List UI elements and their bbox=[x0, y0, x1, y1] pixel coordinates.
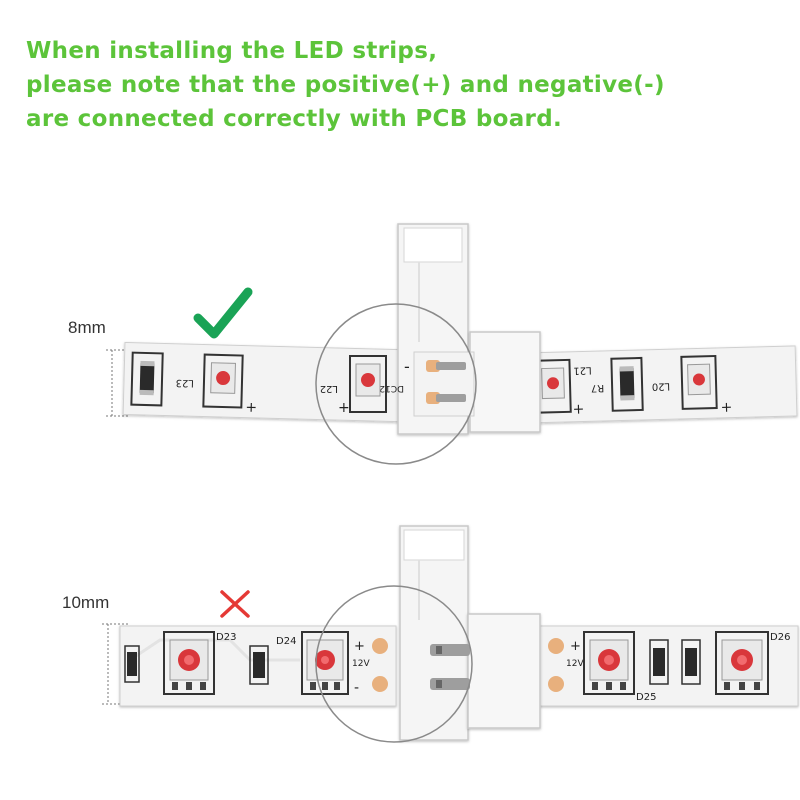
label-plus: + bbox=[338, 400, 350, 416]
magnifier-circle bbox=[315, 303, 477, 465]
label-plus: + bbox=[572, 401, 584, 417]
label-12v: 12V bbox=[566, 659, 584, 669]
check-icon bbox=[193, 287, 253, 339]
instruction-headline: When installing the LED strips, please n… bbox=[26, 34, 766, 136]
resistor bbox=[249, 645, 269, 685]
section-8mm: L23 + L21 + R7 bbox=[106, 223, 798, 465]
label-minus: - bbox=[404, 357, 410, 376]
headline-line-1: When installing the LED strips, bbox=[26, 38, 438, 64]
cross-icon bbox=[220, 590, 250, 618]
resistor bbox=[124, 645, 140, 683]
led-chip bbox=[202, 353, 244, 409]
label-r7: R7 bbox=[591, 382, 605, 393]
label-plus: + bbox=[570, 639, 581, 654]
connector-10mm bbox=[399, 525, 541, 741]
width-label-8mm: 8mm bbox=[68, 318, 106, 337]
led-chip bbox=[680, 354, 718, 410]
led-chip bbox=[534, 358, 572, 414]
width-label-10mm: 10mm bbox=[62, 593, 110, 612]
magnifier-circle bbox=[315, 585, 473, 743]
resistor bbox=[130, 351, 164, 407]
headline-line-2: please note that the positive(+) and neg… bbox=[26, 72, 665, 98]
led-strip-8mm-right: L21 + R7 L20 + bbox=[498, 345, 798, 425]
label-d23: D23 bbox=[216, 632, 236, 643]
label-d24: D24 bbox=[276, 636, 296, 647]
rgb-led-chip bbox=[583, 631, 635, 695]
led-chip-l22 bbox=[349, 355, 387, 413]
label-l23: L23 bbox=[176, 377, 195, 388]
label-d26: D26 bbox=[770, 632, 790, 643]
resistor bbox=[610, 356, 644, 412]
led-strip-10mm-right: + 12V D25 bbox=[539, 625, 799, 707]
label-plus: + bbox=[720, 400, 732, 416]
label-minus: - bbox=[354, 680, 359, 696]
label-plus: + bbox=[354, 639, 365, 654]
headline-line-3: are connected correctly with PCB board. bbox=[26, 106, 562, 132]
led-strip-8mm-left: L23 + bbox=[122, 341, 416, 423]
connector-8mm: DC12V bbox=[372, 223, 541, 435]
rgb-led-chip bbox=[715, 631, 769, 695]
resistor bbox=[681, 639, 701, 685]
label-plus: + bbox=[245, 400, 257, 416]
rgb-led-chip bbox=[301, 631, 349, 695]
label-l20: L20 bbox=[652, 380, 671, 391]
rgb-led-chip bbox=[163, 631, 215, 695]
label-dc12v: DC12V bbox=[372, 383, 404, 393]
section-10mm: D23 D24 + 12V - bbox=[102, 525, 799, 743]
label-d25: D25 bbox=[636, 692, 656, 703]
resistor bbox=[649, 639, 669, 685]
label-12v: 12V bbox=[352, 659, 370, 669]
led-strip-10mm-left: D23 D24 + 12V - bbox=[119, 625, 397, 707]
label-l21: L21 bbox=[573, 364, 592, 375]
label-l22: L22 bbox=[320, 383, 338, 394]
